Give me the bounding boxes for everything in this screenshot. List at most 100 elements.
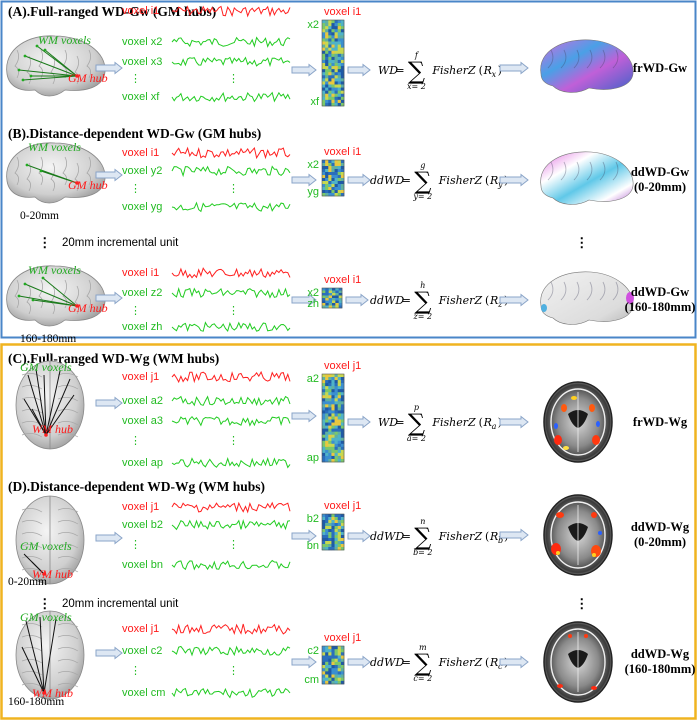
arrow-to-result — [499, 528, 529, 542]
formula-fisher: FisherZ — [431, 64, 476, 77]
matrix-label-bottom: xf — [310, 96, 320, 108]
matrix-label-top: c2 — [307, 645, 319, 657]
formula-arg: R — [483, 416, 492, 429]
formula-arg-sub: a — [492, 422, 497, 431]
formula-lhs: ddWD — [370, 530, 404, 543]
distance-range: 0-20mm — [8, 576, 47, 588]
voxel-label: voxel y2 — [122, 165, 162, 177]
result-range-label: (160-180mm) — [625, 300, 696, 314]
formula-arg: R — [489, 174, 498, 187]
axial-slice-icon — [543, 494, 613, 576]
voxel-label: voxel xf — [122, 91, 160, 103]
voxel-label: voxel x2 — [122, 36, 162, 48]
formula-lhs: WD — [378, 416, 398, 429]
voxel-label: voxel zh — [122, 321, 162, 333]
incremental-unit-label: 20mm incremental unit — [62, 598, 179, 610]
correlation-matrix — [321, 19, 345, 107]
voxel-signal — [171, 519, 291, 531]
matrix-label-bottom: yg — [307, 186, 319, 198]
formula-sigma: ∑ — [414, 649, 431, 677]
voxel-seed-label: voxel i1 — [122, 5, 159, 17]
voxel-seed-label: voxel j1 — [122, 371, 159, 383]
voxel-signal — [171, 456, 291, 469]
voxel-label: voxel a3 — [122, 415, 163, 427]
formula-equals: = — [402, 656, 411, 669]
arrow-to-signals — [95, 291, 123, 305]
brain-label-hub: WM hub — [32, 422, 73, 436]
voxel-signal — [171, 36, 291, 48]
signal-dots: ⋮ — [228, 435, 239, 447]
formula-arg-sub: c — [498, 662, 503, 671]
formula-sum-bottom: c= 2 — [413, 674, 432, 683]
voxel-label: voxel x3 — [122, 56, 162, 68]
formula-sigma: ∑ — [408, 57, 425, 85]
brain-label-hub: WM hub — [32, 686, 73, 700]
formula-sigma: ∑ — [408, 409, 425, 437]
arrow-to-matrix — [291, 293, 317, 307]
formula-sum-bottom: x= 2 — [407, 82, 426, 91]
arrow-to-matrix — [291, 173, 317, 187]
formula-lhs: ddWD — [370, 174, 404, 187]
brain-lateral-icon — [6, 142, 106, 204]
signal-dots: ⋮ — [228, 73, 239, 85]
arrow-to-matrix — [291, 529, 317, 543]
axial-slice-icon — [543, 621, 613, 703]
formula-sigma: ∑ — [414, 167, 431, 195]
result-label: frWD-Wg — [633, 415, 688, 429]
formula-sum-bottom: z= 2 — [413, 312, 433, 321]
formula-fisher: FisherZ — [438, 656, 483, 669]
cortex-map-icon — [540, 39, 634, 93]
correlation-matrix — [321, 287, 343, 309]
cortex-map-icon — [540, 151, 634, 205]
matrix-label-top: b2 — [307, 513, 319, 525]
panel-b1: (B).Distance-dependent WD-Gw (GM hubs)WM… — [6, 126, 689, 222]
result-label: ddWD-Gw — [631, 285, 689, 299]
signal-dots: ⋮ — [228, 665, 239, 677]
formula-sum-top: m — [419, 643, 427, 652]
correlation-matrix — [321, 373, 345, 463]
brain-label-voxels: WM voxels — [28, 263, 81, 277]
voxel-signal — [171, 415, 291, 427]
formula-paren-open: ( — [485, 530, 489, 543]
formula-arg-sub: x — [492, 70, 497, 79]
brain-label-voxels: WM voxels — [28, 140, 81, 154]
matrix-label-bottom: ap — [307, 452, 319, 464]
arrow-to-result — [499, 415, 529, 429]
formula-sum-bottom: a= 2 — [407, 434, 426, 443]
voxel-signal — [171, 645, 291, 657]
result-label: frWD-Gw — [633, 61, 687, 75]
formula-paren-open: ( — [485, 656, 489, 669]
voxel-label: voxel b2 — [122, 519, 163, 531]
matrix-label-top: x2 — [307, 159, 319, 171]
panel-frame-wg — [0, 343, 697, 720]
formula-equals: = — [402, 174, 411, 187]
seed-signal — [171, 5, 291, 18]
formula-arg: R — [483, 64, 492, 77]
formula-lhs: WD — [378, 64, 398, 77]
arrow-to-signals — [95, 168, 123, 182]
formula-paren-open: ( — [479, 416, 483, 429]
formula-sum-top: f — [414, 51, 420, 60]
brain-label-hub: GM hub — [68, 301, 108, 315]
panel-c: (C).Full-ranged WD-Wg (WM hubs)GM voxels… — [8, 351, 688, 469]
formula-sum-top: n — [420, 517, 425, 526]
formula-fisher: FisherZ — [438, 294, 483, 307]
seed-signal — [171, 146, 291, 160]
voxel-dots: ⋮ — [130, 73, 141, 85]
incremental-unit-label: 20mm incremental unit — [62, 237, 179, 249]
arrow-to-result — [499, 173, 529, 187]
distance-range: 0-20mm — [20, 210, 59, 222]
incremental-unit-2: ⋮20mm incremental unit⋮ — [38, 596, 589, 611]
matrix-label-bottom: zh — [307, 298, 319, 310]
result-range-label: (0-20mm) — [634, 180, 686, 194]
incremental-unit-1: ⋮20mm incremental unit⋮ — [38, 235, 589, 250]
formula-sigma: ∑ — [414, 523, 431, 551]
voxel-dots: ⋮ — [130, 665, 141, 677]
voxel-dots: ⋮ — [130, 539, 141, 551]
vertical-dots-left: ⋮ — [38, 596, 52, 611]
voxel-signal — [171, 165, 291, 178]
vertical-dots-left: ⋮ — [38, 235, 52, 250]
voxel-signal — [171, 56, 291, 68]
